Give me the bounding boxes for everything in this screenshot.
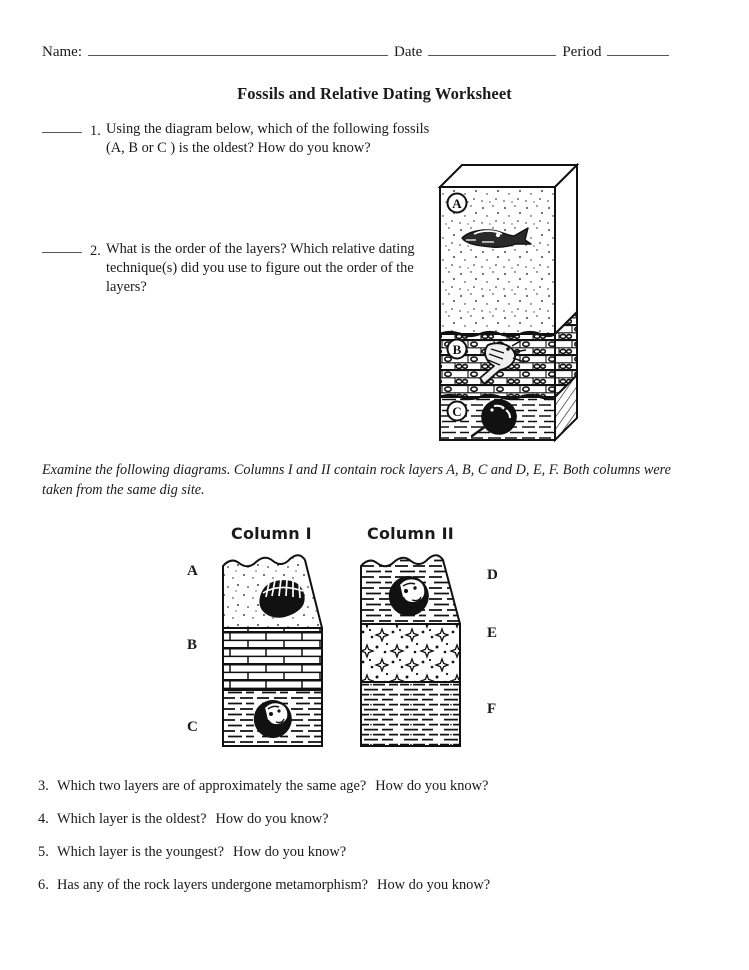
question-4-number: 4.: [38, 811, 49, 827]
question-3-text: Which two layers are of approximately th…: [57, 778, 367, 794]
block-label-A-badge: A: [446, 192, 468, 214]
question-5-text: Which layer is the youngest?: [57, 844, 225, 860]
question-1-text: Using the diagram below, which of the fo…: [106, 121, 430, 157]
question-3-followup: How do you know?: [375, 778, 489, 794]
svg-text:A: A: [452, 196, 462, 211]
column-2-label-D: D: [487, 567, 498, 583]
question-2: 2. What is the order of the layers? Which…: [42, 240, 462, 297]
column-2-figure: [359, 552, 474, 753]
column-2-label-F: F: [487, 701, 497, 717]
ammonite-fossil: [470, 399, 517, 438]
name-label: Name:: [42, 44, 82, 60]
question-1-number: 1.: [90, 123, 101, 139]
question-5-followup: How do you know?: [233, 844, 347, 860]
page-title: Fossils and Relative Dating Worksheet: [237, 84, 512, 103]
svg-text:B: B: [453, 342, 462, 357]
question-1: 1. Using the diagram below, which of the …: [42, 120, 462, 158]
date-label: Date: [393, 44, 423, 60]
ammonite-fossil: [253, 700, 292, 738]
column-1-layer-B: [222, 627, 323, 691]
question-6-number: 6.: [38, 877, 49, 893]
stratigraphic-columns: Column I Column II: [0, 518, 749, 758]
column-1-figure: [221, 552, 336, 753]
questions-list-bottom: 3. Which two layers are of approximately …: [38, 778, 678, 910]
column-2-layer-F: [360, 681, 461, 747]
question-4-text: Which layer is the oldest?: [57, 811, 207, 827]
question-5: 5. Which layer is the youngest? How do you…: [38, 844, 678, 877]
rock-block-diagram: A B: [436, 160, 581, 445]
question-2-number: 2.: [90, 243, 101, 259]
column-1-layer-C: [222, 689, 323, 747]
period-label: Period: [562, 44, 602, 60]
question-6-text: Has any of the rock layers undergone met…: [57, 877, 369, 893]
block-layer-C: C: [439, 396, 556, 441]
ammonite-fossil: [388, 576, 429, 616]
svg-text:C: C: [452, 404, 461, 419]
name-blank-line[interactable]: [87, 42, 388, 56]
column-2-layer-E: [360, 623, 461, 683]
column-1-layer-A: [222, 554, 323, 629]
column-1-label-C: C: [187, 719, 198, 735]
clam-shell-fossil: [259, 578, 305, 618]
question-6-followup: How do you know?: [377, 877, 491, 893]
question-3: 3. Which two layers are of approximately …: [38, 778, 678, 811]
block-layer-B: B: [439, 333, 556, 398]
column-1-label-B: B: [187, 637, 198, 653]
question-6: 6. Has any of the rock layers undergone m…: [38, 877, 678, 910]
question-5-number: 5.: [38, 844, 49, 860]
column-2-label-E: E: [487, 625, 498, 641]
question-3-number: 3.: [38, 778, 49, 794]
date-blank-line[interactable]: [428, 42, 557, 56]
question-2-answer-blank[interactable]: [42, 240, 82, 253]
question-4-followup: How do you know?: [215, 811, 329, 827]
question-2-text: What is the order of the layers? Which r…: [106, 241, 415, 296]
student-info-row: Name: Date Period: [42, 42, 707, 64]
trilobite-fossil: [479, 339, 527, 385]
examine-instructions: Examine the following diagrams. Columns …: [42, 462, 671, 499]
column-1-label-A: A: [187, 563, 198, 579]
column-2-layer-D: [360, 554, 461, 625]
column-2-title: Column II: [367, 524, 454, 543]
period-blank-line[interactable]: [607, 42, 670, 56]
question-1-answer-blank[interactable]: [42, 120, 82, 133]
block-label-C-badge: C: [446, 400, 468, 422]
block-label-B-badge: B: [446, 338, 468, 360]
block-layer-A: A: [439, 186, 556, 335]
question-4: 4. Which layer is the oldest? How do you k…: [38, 811, 678, 844]
fish-fossil: [461, 227, 532, 248]
column-1-title: Column I: [231, 524, 312, 543]
